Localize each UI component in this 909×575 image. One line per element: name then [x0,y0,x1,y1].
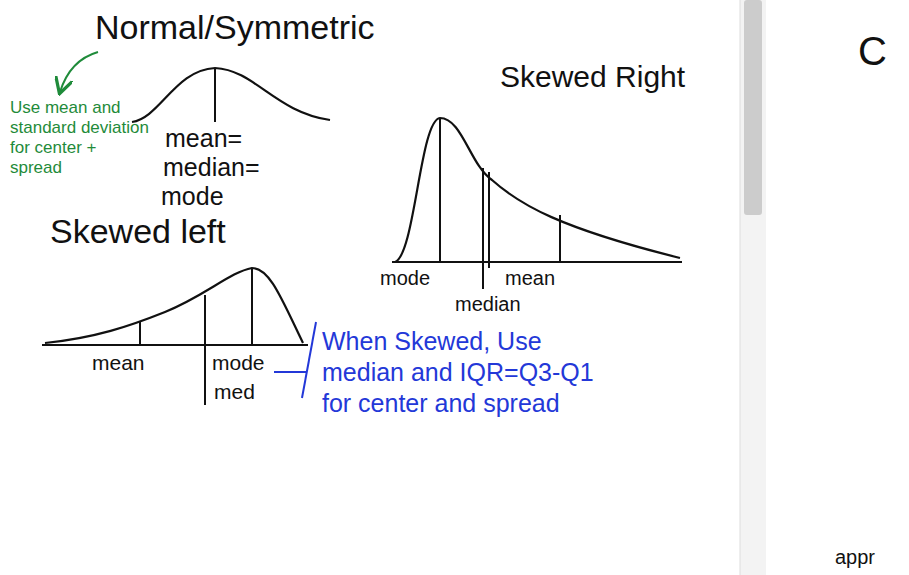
heading: Normal/Symmetric [95,8,375,47]
axis-label: mean [92,351,145,375]
stat-label: median= [163,153,260,182]
mode-line [251,268,253,345]
skewed-right-curve [395,118,680,262]
axis-label: mean [505,267,555,290]
center-line [214,68,216,122]
normal-curve [132,68,330,122]
scroll-track [740,0,766,575]
note-pointer [274,371,306,373]
axis-label: med [214,380,255,404]
heading: Skewed left [50,212,226,251]
partial-text: appr [835,546,875,569]
heading: Skewed Right [500,60,685,95]
axis-label: mode [212,351,265,375]
median-line [488,172,490,268]
note-text: Use mean and standard deviation for cent… [10,98,150,178]
note-text: When Skewed, Use median and IQR=Q3-Q1 fo… [322,326,612,419]
axis-label: median [455,293,521,316]
stat-label: mean= [165,124,242,153]
axis-label: mode [380,267,430,290]
mode-line [439,118,441,262]
baseline [392,261,682,263]
partial-heading: C [858,28,887,74]
note-arrow [60,52,98,92]
mean-line [139,322,141,345]
median-line [204,295,206,405]
stat-label: mode [161,182,224,211]
scroll-thumb [744,0,762,215]
skewed-left-curve [45,268,303,343]
panel-edge [740,0,741,575]
mean-line [559,215,561,262]
note-bracket [302,322,316,398]
baseline [42,344,308,346]
median-line [482,168,484,289]
